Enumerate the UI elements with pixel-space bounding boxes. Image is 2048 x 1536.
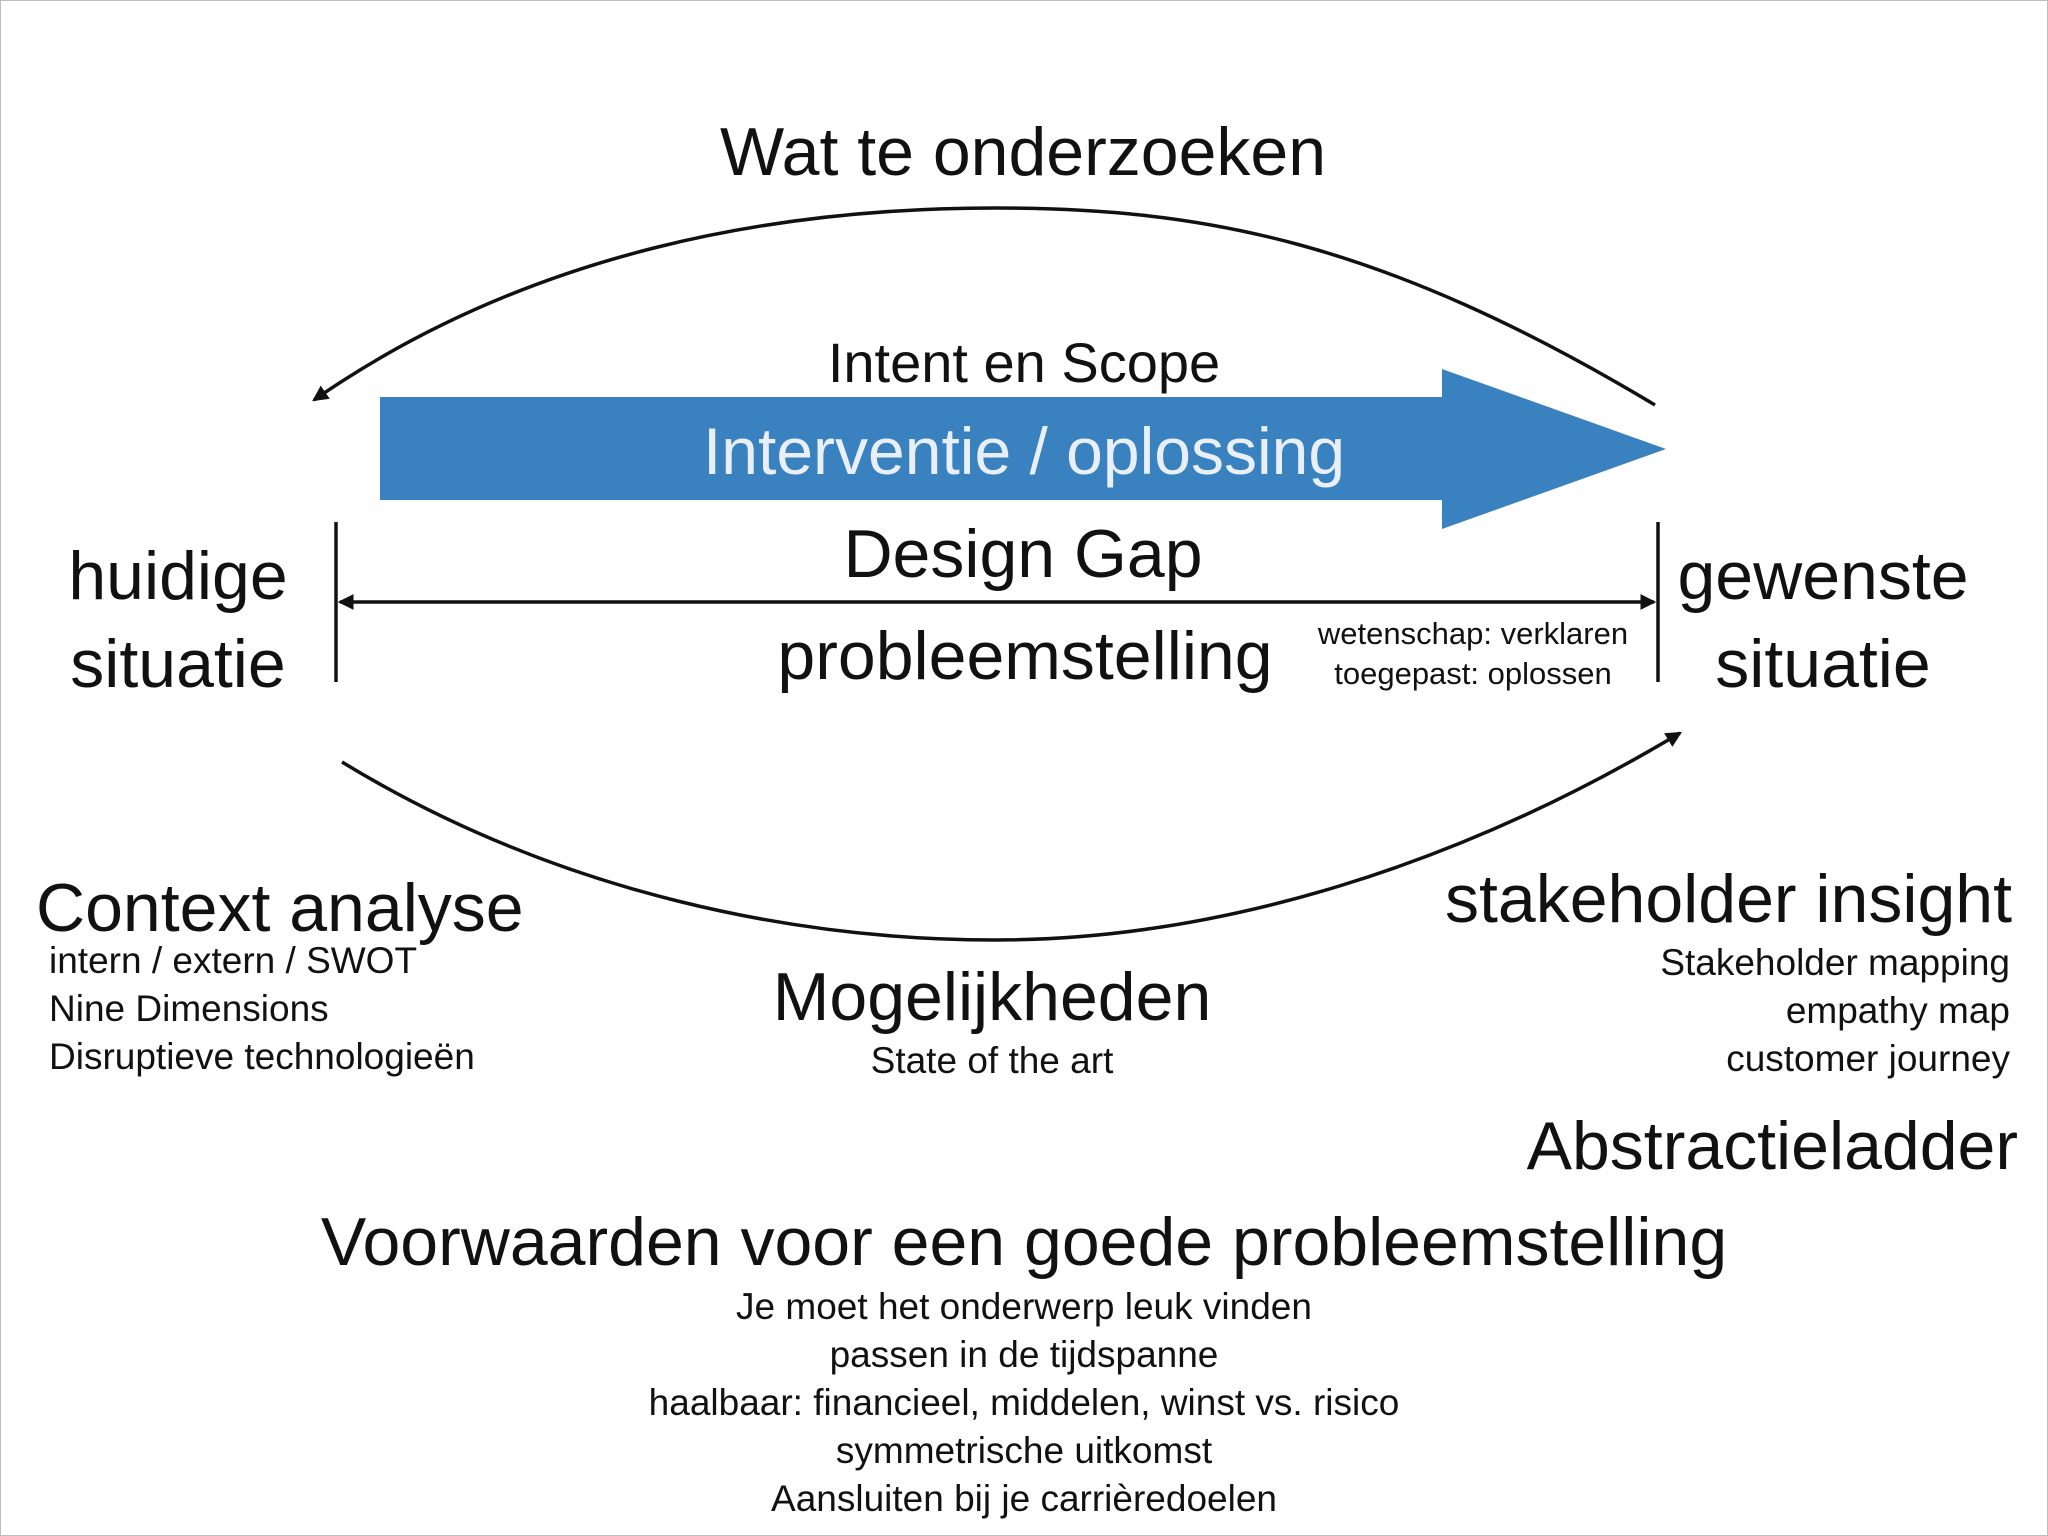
intent-scope-label: Intent en Scope — [827, 331, 1221, 394]
conditions-title: Voorwaarden voor een goede probleemstell… — [320, 1204, 1728, 1280]
context-analysis-title: Context analyse — [36, 870, 524, 946]
condition-item: Je moet het onderwerp leuk vinden — [736, 1286, 1312, 1327]
abstraction-ladder-label: Abstractieladder — [1526, 1108, 2018, 1184]
stakeholder-item: empathy map — [1785, 990, 2010, 1031]
desired-situation-line-1: gewenste — [1677, 538, 1969, 614]
desired-situation-line-2: situatie — [1715, 626, 1931, 702]
current-situation-line-1: huidige — [68, 538, 288, 614]
conditions-list: Je moet het onderwerp leuk vinden passen… — [649, 1283, 1400, 1523]
stakeholder-item: customer journey — [1726, 1038, 2010, 1079]
title-research: Wat te onderzoeken — [719, 114, 1327, 190]
stakeholder-insight-title: stakeholder insight — [1444, 861, 2012, 937]
possibilities-title: Mogelijkheden — [772, 959, 1212, 1035]
context-item: intern / extern / SWOT — [49, 940, 418, 981]
stakeholder-insight-list: Stakeholder mapping empathy map customer… — [1660, 939, 2010, 1083]
condition-item: symmetrische uitkomst — [835, 1430, 1213, 1471]
bottom-arc-arrow — [341, 731, 1682, 942]
condition-item: passen in de tijdspanne — [829, 1334, 1219, 1375]
desired-situation-label: gewenste situatie — [1677, 532, 1968, 708]
problem-note-science: wetenschap: verklaren — [1317, 616, 1629, 651]
top-arc-arrow — [312, 206, 1656, 407]
intervention-arrow — [380, 369, 1666, 529]
current-situation-line-2: situatie — [70, 626, 286, 702]
possibilities-subtitle: State of the art — [870, 1040, 1114, 1081]
design-gap-title: Design Gap — [843, 516, 1203, 592]
problem-note-applied: toegepast: oplossen — [1334, 656, 1612, 691]
intervention-label: Interventie / oplossing — [702, 414, 1346, 488]
context-analysis-list: intern / extern / SWOT Nine Dimensions D… — [49, 937, 475, 1081]
context-item: Disruptieve technologieën — [49, 1036, 475, 1077]
problem-notes: wetenschap: verklaren toegepast: oplosse… — [1318, 614, 1628, 694]
stakeholder-item: Stakeholder mapping — [1660, 942, 2010, 983]
context-item: Nine Dimensions — [49, 988, 329, 1029]
problem-statement-label: probleemstelling — [777, 618, 1273, 694]
current-situation-label: huidige situatie — [68, 532, 287, 708]
condition-item: haalbaar: financieel, middelen, winst vs… — [648, 1382, 1400, 1423]
condition-item: Aansluiten bij je carrièredoelen — [771, 1478, 1277, 1519]
